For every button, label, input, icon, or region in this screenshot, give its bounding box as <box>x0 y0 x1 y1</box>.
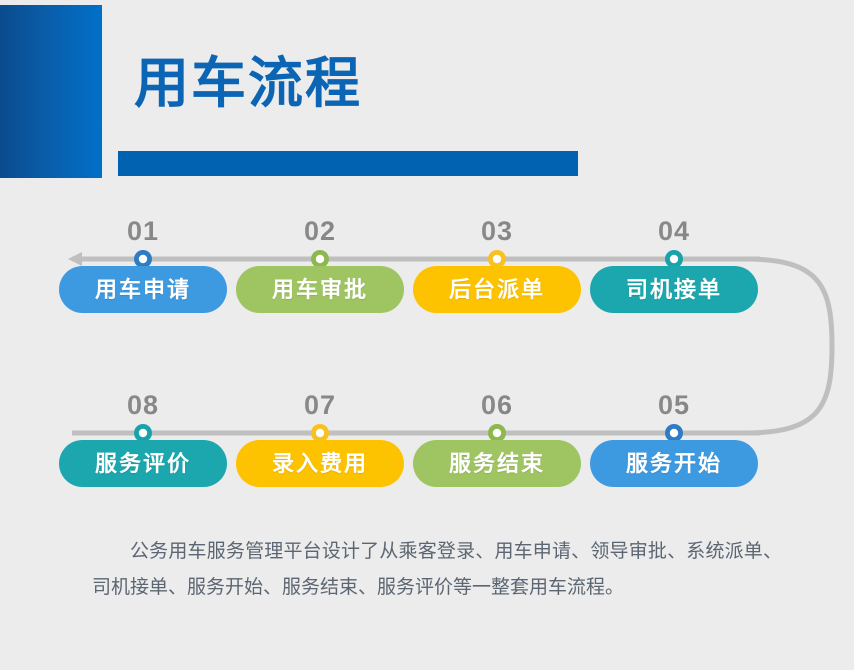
flow-step-label-06[interactable]: 服务结束 <box>413 440 581 487</box>
page-title: 用车流程 <box>134 52 363 114</box>
flow-step-number-08: 08 <box>59 390 227 421</box>
node-dot-inner-06 <box>492 428 502 438</box>
flow-step-number-06: 06 <box>413 390 581 421</box>
flow-step-number-01: 01 <box>59 216 227 247</box>
flow-step-number-07: 07 <box>236 390 404 421</box>
node-dot-inner-04 <box>669 254 679 264</box>
flow-step-label-01[interactable]: 用车申请 <box>59 266 227 313</box>
node-dot-inner-05 <box>669 428 679 438</box>
header-accent-block <box>0 5 102 178</box>
node-dot-inner-03 <box>492 254 502 264</box>
node-dot-inner-01 <box>138 254 148 264</box>
process-flow-diagram: 01 用车申请 02 用车审批 03 后台派单 04 司机接单 08 服务评价 … <box>0 196 854 526</box>
node-dot-inner-08 <box>138 428 148 438</box>
flow-connector-lines <box>68 250 835 442</box>
title-underline-bar <box>118 151 578 176</box>
flow-step-label-02[interactable]: 用车审批 <box>236 266 404 313</box>
flow-step-label-05[interactable]: 服务开始 <box>590 440 758 487</box>
flow-step-number-03: 03 <box>413 216 581 247</box>
node-dot-inner-02 <box>315 254 325 264</box>
timeline-arrow-head <box>68 252 82 266</box>
description-paragraph: 公务用车服务管理平台设计了从乘客登录、用车申请、领导审批、系统派单、司机接单、服… <box>92 541 782 598</box>
page-header: 用车流程 <box>0 0 854 190</box>
node-dot-inner-07 <box>315 428 325 438</box>
flow-step-label-08[interactable]: 服务评价 <box>59 440 227 487</box>
timeline-curve-connector <box>742 256 835 436</box>
flow-step-number-02: 02 <box>236 216 404 247</box>
flow-step-number-04: 04 <box>590 216 758 247</box>
flow-step-label-07[interactable]: 录入费用 <box>236 440 404 487</box>
flow-step-label-03[interactable]: 后台派单 <box>413 266 581 313</box>
flow-step-label-04[interactable]: 司机接单 <box>590 266 758 313</box>
flow-step-number-05: 05 <box>590 390 758 421</box>
